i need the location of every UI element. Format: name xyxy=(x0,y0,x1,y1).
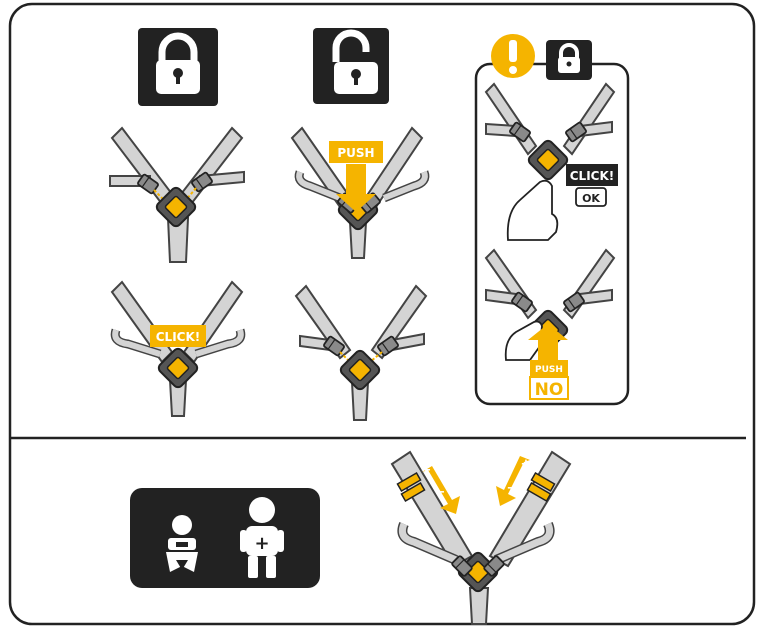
padlock-unlocked-icon xyxy=(313,28,389,104)
buckle-click-diagram: CLICK! xyxy=(110,280,246,417)
adjust-arrow-left: + − xyxy=(421,463,460,514)
padlock-small-icon xyxy=(546,40,592,80)
child-plus-label: + xyxy=(254,533,269,554)
push-no-box xyxy=(530,360,568,376)
warning-inset-panel: CLICK! OK PUSH NO xyxy=(474,34,630,406)
baby-child-icon-box: + xyxy=(130,488,320,588)
ok-label: OK xyxy=(582,192,600,205)
baby-icon xyxy=(166,515,198,572)
child-icon: + xyxy=(240,497,284,578)
adjust-plus-left: + xyxy=(421,463,432,478)
buckle-insert-diagram xyxy=(109,126,245,263)
buckle-push-release-diagram: PUSH xyxy=(290,126,430,259)
adjust-plus-right: + xyxy=(521,457,532,472)
hand-graphic xyxy=(506,179,559,241)
click-inset-label: CLICK! xyxy=(570,169,615,183)
padlock-locked-icon xyxy=(138,28,218,106)
buckle-separate-diagram xyxy=(294,284,428,421)
strap-adjuster-left xyxy=(396,472,426,502)
adjust-arrow-right: + − xyxy=(496,456,531,506)
no-box xyxy=(529,376,569,400)
no-label: NO xyxy=(535,380,564,400)
adjust-minus-left: − xyxy=(435,485,446,500)
push-label-box xyxy=(329,141,383,163)
strap-adjuster-right xyxy=(526,472,556,502)
push-no-label: PUSH xyxy=(535,365,563,375)
push-label: PUSH xyxy=(337,146,374,160)
push-arrow-shaft xyxy=(346,164,366,196)
adjust-minus-right: − xyxy=(507,481,518,496)
click-inset-box xyxy=(566,164,618,186)
click-label-box xyxy=(150,325,206,347)
ok-box xyxy=(575,187,607,207)
harness-adjust-diagram: + − + − xyxy=(390,450,572,625)
click-label: CLICK! xyxy=(156,330,201,344)
